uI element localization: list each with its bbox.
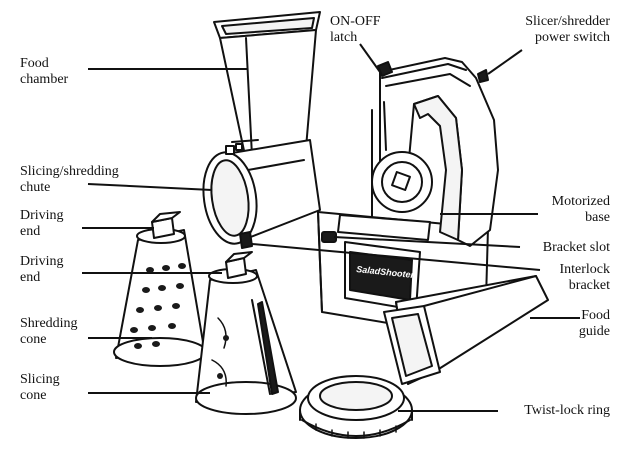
twist-lock-ring bbox=[299, 375, 413, 439]
label-bracket-slot: Bracket slot bbox=[542, 240, 610, 255]
label-twist-lock-ring: Twist-lock ring bbox=[524, 403, 610, 418]
shredder-holes bbox=[130, 263, 186, 349]
leader-chute bbox=[87, 183, 213, 191]
leader-bracket-slot bbox=[333, 236, 521, 248]
leader-interlock-bracket bbox=[251, 243, 541, 271]
leader-lines bbox=[82, 43, 580, 412]
slicing-cone bbox=[195, 251, 297, 415]
leader-power-switch bbox=[487, 49, 523, 75]
shredding-cone bbox=[113, 211, 207, 367]
food-guide bbox=[383, 275, 549, 385]
leader-latch bbox=[359, 43, 381, 73]
motorized-base: SaladShooter bbox=[317, 57, 499, 331]
food-chamber bbox=[213, 11, 321, 161]
slicing-shredding-chute bbox=[202, 139, 321, 249]
